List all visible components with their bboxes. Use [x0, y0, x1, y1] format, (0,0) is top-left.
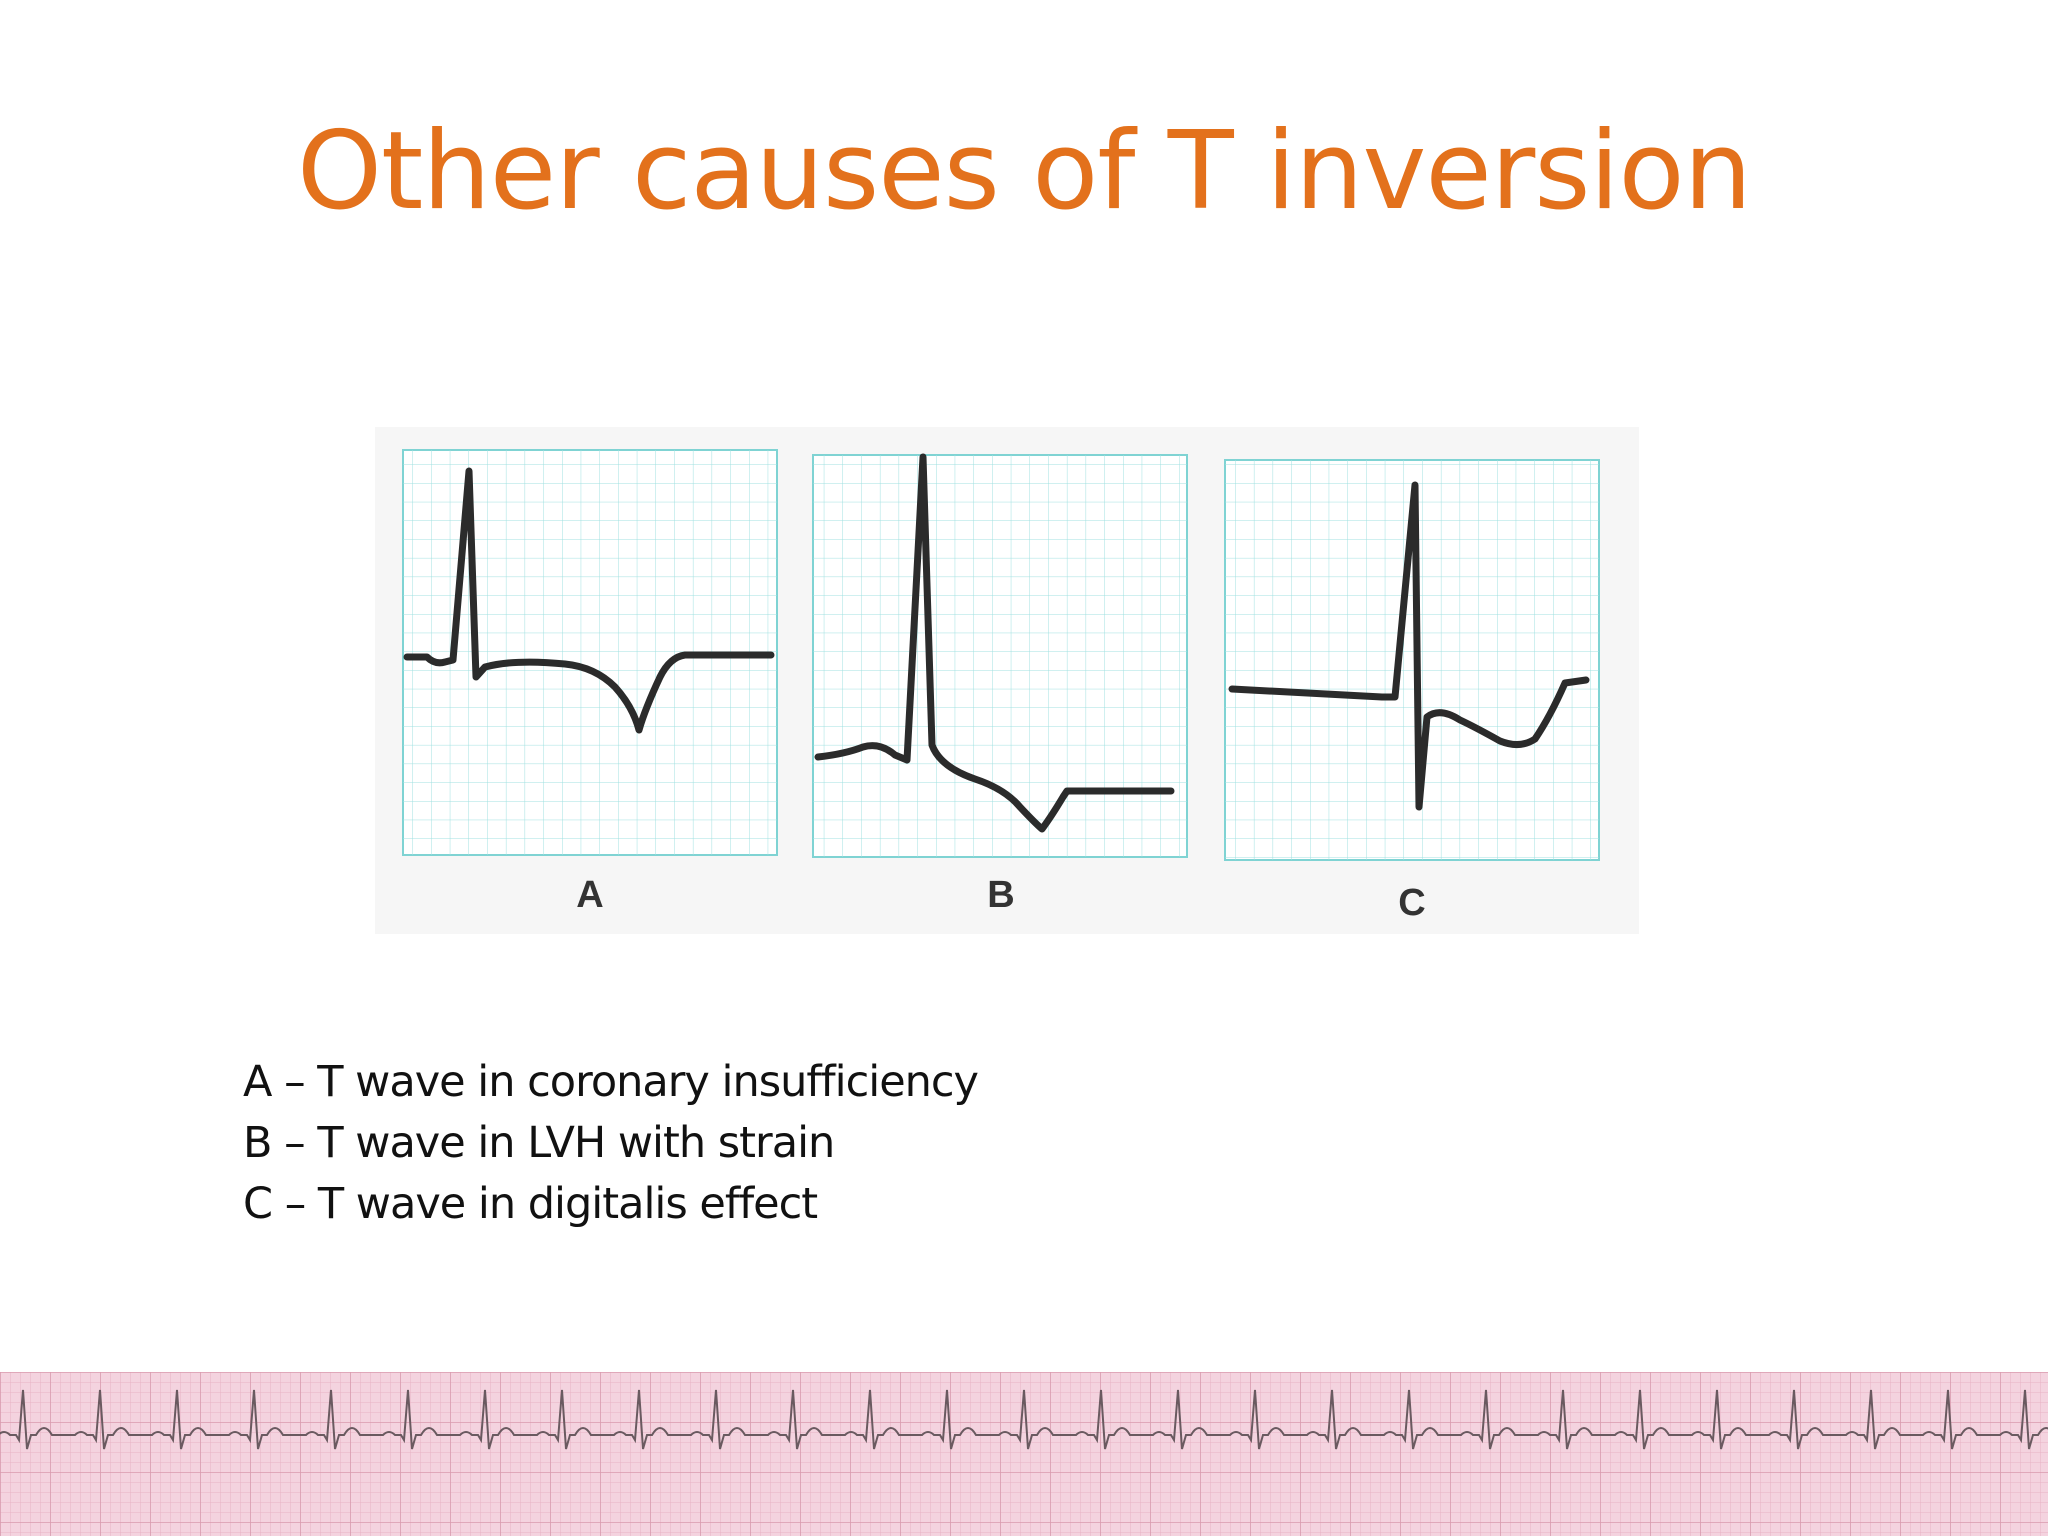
panel-label-c: C — [1398, 882, 1425, 924]
caption-line-a: A – T wave in coronary insufficiency — [243, 1057, 979, 1107]
ecg-rhythm-strip — [0, 1372, 2048, 1536]
caption-line-b: B – T wave in LVH with strain — [243, 1118, 835, 1168]
figure-caption-list: A – T wave in coronary insufficiency B –… — [243, 1052, 979, 1235]
panel-label-a: A — [576, 874, 603, 916]
caption-line-c: C – T wave in digitalis effect — [243, 1179, 818, 1229]
ecg-panel-b: B — [812, 453, 1188, 916]
slide-title: Other causes of T inversion — [296, 109, 1752, 234]
ecg-figure: A B C — [375, 427, 1639, 934]
ecg-panel-a: A — [402, 449, 778, 916]
rhythm-trace — [0, 1389, 2048, 1450]
ecg-panels-svg: A B C — [402, 449, 1600, 924]
panel-label-b: B — [987, 874, 1014, 916]
ecg-panel-c: C — [1224, 459, 1600, 924]
ecg-trace-c — [1228, 481, 1590, 811]
ecg-trace-b — [814, 453, 1175, 833]
rhythm-strip-svg — [0, 1372, 2048, 1536]
ecg-trace-a — [403, 467, 775, 734]
